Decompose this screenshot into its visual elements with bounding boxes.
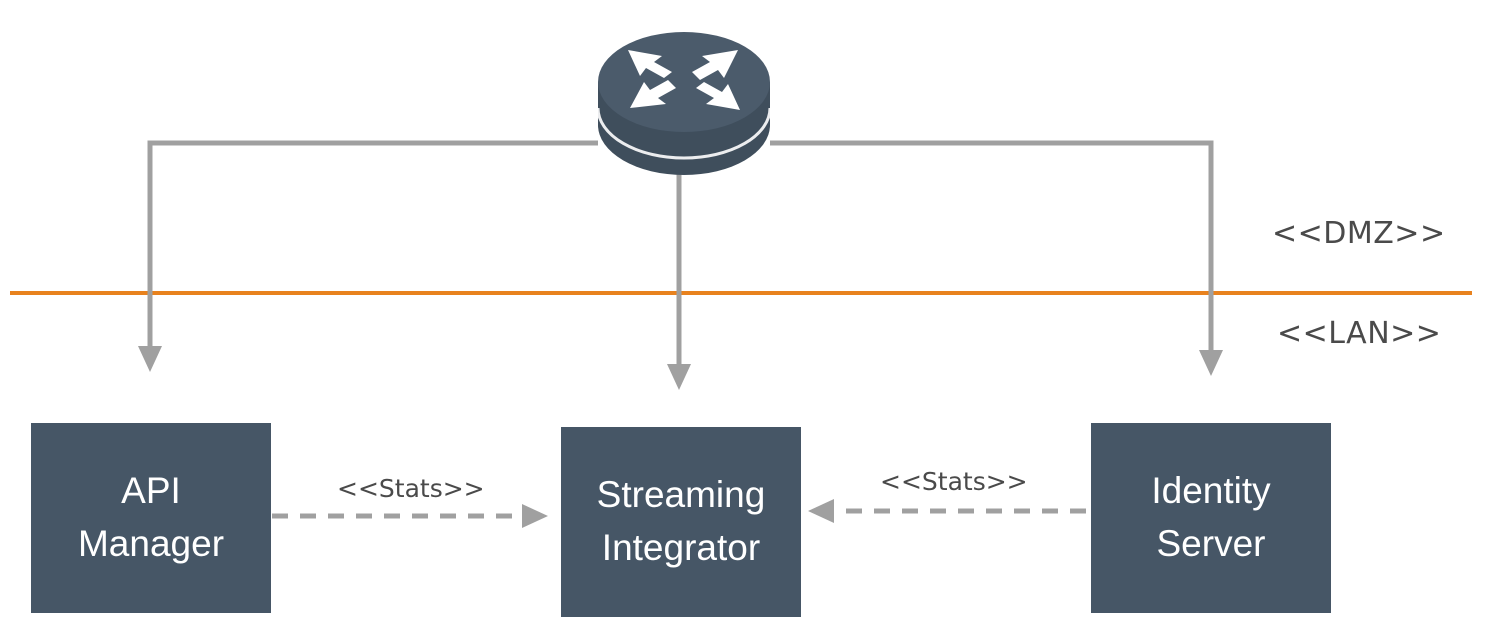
router-to-identity-server-line bbox=[770, 140, 1214, 352]
streaming-integrator-label-line1: Streaming bbox=[596, 474, 766, 516]
router-icon bbox=[596, 32, 772, 175]
api-manager-stats-arrowhead bbox=[522, 504, 548, 528]
identity-server-label-line1: Identity bbox=[1151, 470, 1271, 512]
api-manager-node: API Manager bbox=[31, 423, 271, 613]
identity-server-arrowhead bbox=[1199, 350, 1223, 376]
api-manager-arrowhead bbox=[138, 346, 162, 372]
router-to-api-manager-line bbox=[147, 140, 598, 348]
streaming-integrator-arrowhead bbox=[667, 364, 691, 390]
dmz-zone-label: <<DMZ>> bbox=[1272, 216, 1446, 251]
identity-server-stats-arrowhead bbox=[808, 499, 834, 523]
api-manager-stats-label: <<Stats>> bbox=[337, 474, 485, 503]
lan-zone-label: <<LAN>> bbox=[1277, 316, 1442, 351]
streaming-integrator-label-line2: Integrator bbox=[601, 527, 761, 568]
identity-server-label-line2: Server bbox=[1156, 523, 1266, 564]
api-manager-label-line2: Manager bbox=[77, 523, 225, 564]
streaming-integrator-node: Streaming Integrator bbox=[561, 427, 801, 617]
identity-server-node: Identity Server bbox=[1091, 423, 1331, 613]
api-manager-label-line1: API bbox=[121, 470, 181, 512]
identity-server-stats-label: <<Stats>> bbox=[880, 467, 1028, 496]
